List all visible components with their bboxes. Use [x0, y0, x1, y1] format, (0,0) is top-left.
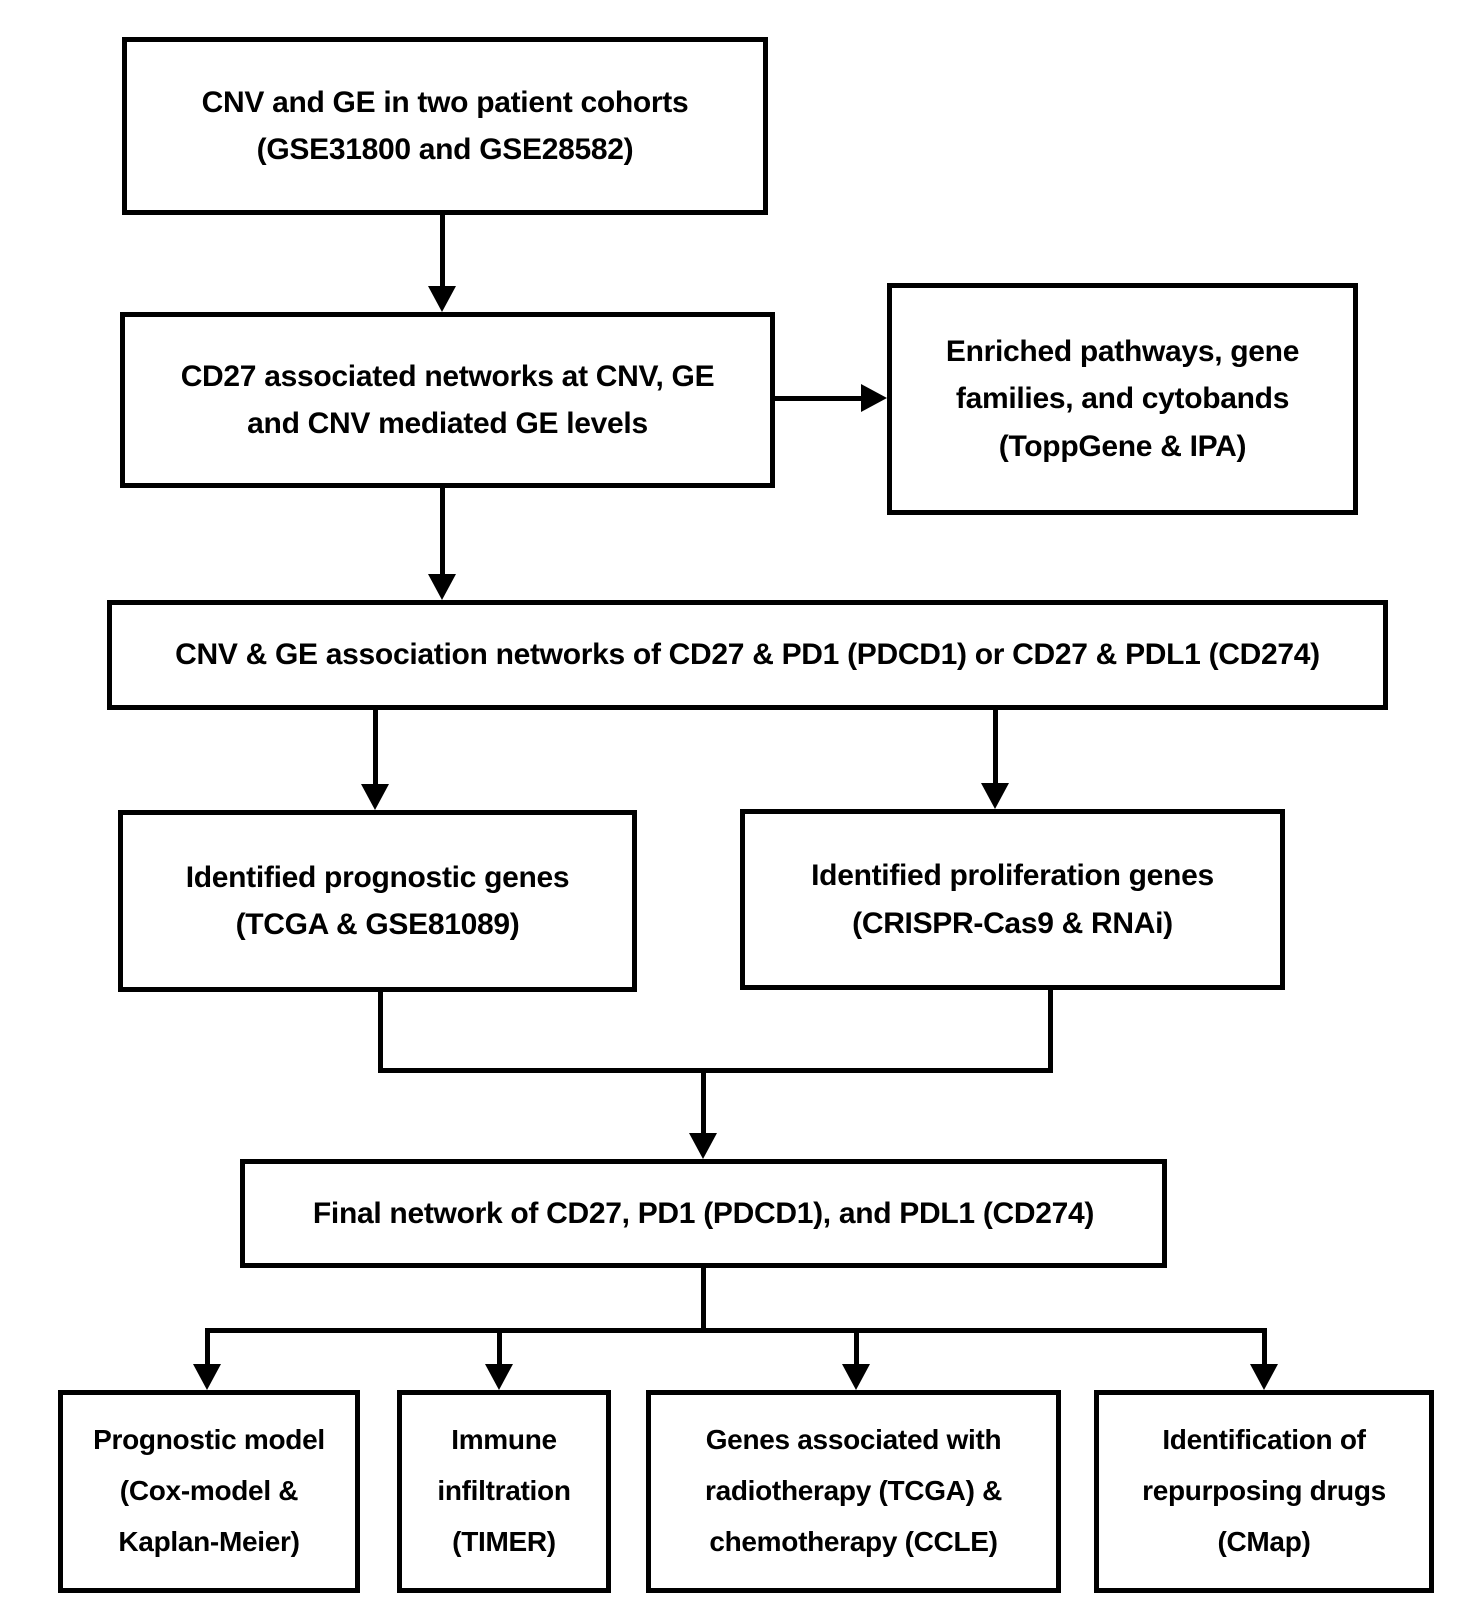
node-immune-infiltration: Immune infiltration (TIMER)	[397, 1390, 611, 1593]
node-prognostic-genes-line-1: Identified prognostic genes	[185, 860, 570, 894]
node-final-network-line-1: Final network of CD27, PD1 (PDCD1), and …	[312, 1196, 1095, 1230]
node-prognostic-genes-line-2: (TCGA & GSE81089)	[235, 908, 520, 941]
node-enriched-pathways-line-3: (ToppGene & IPA)	[998, 429, 1247, 463]
arrow-assoc-to-prognostic-head-icon	[361, 784, 389, 810]
connector-prognostic-down-line	[378, 992, 383, 1073]
arrow-cohorts-to-cd27-line	[440, 215, 445, 286]
arrow-assoc-to-prognostic-line	[373, 710, 378, 784]
arrow-cd27-to-assoc-line	[440, 488, 445, 574]
arrow-assoc-to-proliferation-head-icon	[981, 783, 1009, 809]
node-cd27-networks-line-2: and CNV mediated GE levels	[247, 407, 648, 440]
arrow-merge-to-final-head-icon	[689, 1133, 717, 1159]
node-final-network: Final network of CD27, PD1 (PDCD1), and …	[240, 1159, 1167, 1268]
node-proliferation-genes-line-1: Identified proliferation genes	[811, 859, 1214, 893]
node-repurposing-drugs: Identification of repurposing drugs (CMa…	[1094, 1390, 1434, 1593]
arrow-cd27-to-assoc-head-icon	[428, 574, 456, 600]
arrow-assoc-to-proliferation-line	[993, 710, 998, 783]
node-proliferation-genes: Identified proliferation genes (CRISPR-C…	[740, 809, 1285, 990]
node-repurposing-drugs-line-3: (CMap)	[1217, 1525, 1311, 1557]
arrow-final-to-radio-chemo-head-icon	[842, 1364, 870, 1390]
arrow-final-to-repurposing-head-icon	[1250, 1364, 1278, 1390]
arrow-final-to-repurposing-line	[1262, 1333, 1267, 1364]
arrow-cohorts-to-cd27-head-icon	[428, 286, 456, 312]
node-immune-infiltration-line-2: infiltration	[437, 1475, 571, 1507]
arrow-final-to-immune-line	[497, 1333, 502, 1364]
node-radio-chemo-line-3: chemotherapy (CCLE)	[709, 1525, 998, 1557]
node-prognostic-genes: Identified prognostic genes (TCGA & GSE8…	[118, 810, 637, 992]
node-prognostic-model-line-3: Kaplan-Meier)	[118, 1525, 300, 1557]
connector-fanout-horizontal-line	[205, 1328, 1267, 1333]
node-enriched-pathways: Enriched pathways, gene families, and cy…	[887, 283, 1358, 515]
arrow-final-to-radio-chemo-line	[854, 1333, 859, 1364]
connector-merge-horizontal-line	[378, 1068, 1053, 1073]
node-prognostic-model-line-2: (Cox-model &	[119, 1475, 299, 1507]
arrow-final-to-prognostic-model-line	[205, 1333, 210, 1364]
arrow-merge-to-final-line	[701, 1073, 706, 1133]
node-cohorts-line-1: CNV and GE in two patient cohorts	[201, 85, 689, 119]
node-cd27-networks-line-1: CD27 associated networks at CNV, GE	[180, 359, 715, 393]
arrow-cd27-to-enriched-line	[775, 396, 861, 401]
node-assoc-networks: CNV & GE association networks of CD27 & …	[107, 600, 1388, 710]
node-repurposing-drugs-line-1: Identification of	[1162, 1424, 1366, 1456]
arrow-final-to-immune-head-icon	[485, 1364, 513, 1390]
node-assoc-networks-line-1: CNV & GE association networks of CD27 & …	[175, 638, 1320, 672]
connector-final-down-line	[701, 1268, 706, 1330]
node-radio-chemo-line-2: radiotherapy (TCGA) &	[704, 1475, 1003, 1507]
node-prognostic-model-line-1: Prognostic model	[93, 1424, 325, 1456]
arrow-cd27-to-enriched-head-icon	[861, 384, 887, 412]
connector-proliferation-down-line	[1048, 990, 1053, 1073]
arrow-final-to-prognostic-model-head-icon	[193, 1364, 221, 1390]
node-immune-infiltration-line-3: (TIMER)	[452, 1525, 556, 1557]
node-cd27-networks: CD27 associated networks at CNV, GE and …	[120, 312, 775, 488]
node-enriched-pathways-line-1: Enriched pathways, gene	[945, 334, 1300, 368]
node-immune-infiltration-line-1: Immune	[451, 1424, 557, 1456]
node-radio-chemo-line-1: Genes associated with	[705, 1424, 1002, 1456]
node-cohorts-line-2: (GSE31800 and GSE28582)	[256, 133, 634, 166]
node-enriched-pathways-line-2: families, and cytobands	[955, 382, 1290, 416]
node-prognostic-model: Prognostic model (Cox-model & Kaplan-Mei…	[58, 1390, 360, 1593]
node-repurposing-drugs-line-2: repurposing drugs	[1142, 1475, 1386, 1507]
node-radio-chemo: Genes associated with radiotherapy (TCGA…	[646, 1390, 1061, 1593]
node-cohorts: CNV and GE in two patient cohorts (GSE31…	[122, 37, 768, 215]
node-proliferation-genes-line-2: (CRISPR-Cas9 & RNAi)	[852, 906, 1173, 940]
